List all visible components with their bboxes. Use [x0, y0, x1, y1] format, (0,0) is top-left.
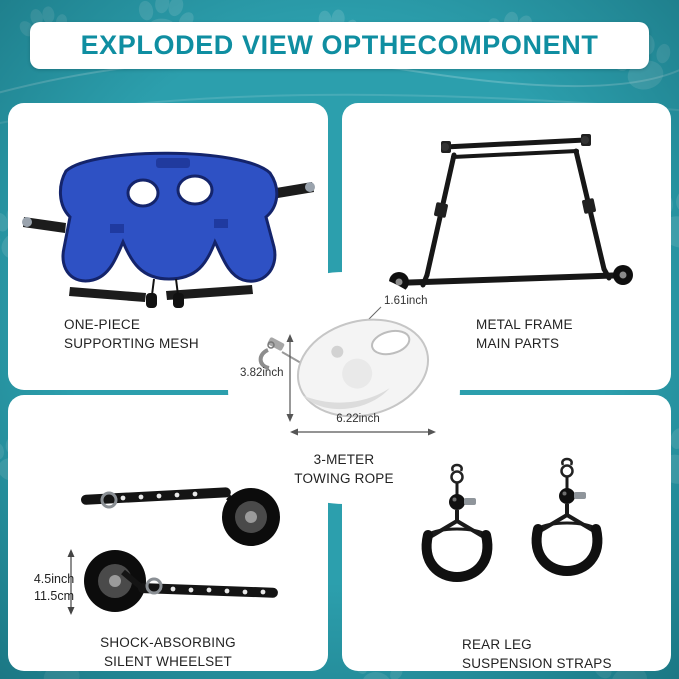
- page-title: EXPLODED VIEW OPTHECOMPONENT: [80, 30, 599, 60]
- leash-body: [296, 318, 430, 418]
- towing-rope-image: 1.61inch 3.82inch 6.22inch: [240, 295, 436, 436]
- upper-wheel-arm: [80, 487, 280, 546]
- frame-tubes: [392, 137, 630, 288]
- straps-label: REAR LEG SUSPENSION STRAPS: [462, 635, 612, 673]
- frame-label-line2: MAIN PARTS: [476, 336, 560, 351]
- frame-label-line1: METAL FRAME: [476, 317, 573, 332]
- right-strap: [537, 459, 598, 571]
- towing-rope-label-line1: 3-METER: [313, 452, 375, 467]
- mesh-label-line1: ONE-PIECE: [64, 317, 141, 332]
- wheel-measure-cm: 11.5cm: [33, 589, 75, 603]
- width-dimension-arrow: [290, 428, 436, 436]
- straps-label-line1: REAR LEG: [462, 637, 532, 652]
- wheelset-label-line2: SILENT WHEELSET: [103, 654, 233, 669]
- straps-label-line2: SUSPENSION STRAPS: [462, 656, 612, 671]
- dim-left-label: 3.82inch: [240, 367, 283, 379]
- wheel-measure-inch: 4.5inch: [33, 572, 75, 586]
- mesh-label-line2: SUPPORTING MESH: [64, 336, 199, 351]
- mesh-label: ONE-PIECE SUPPORTING MESH: [64, 315, 199, 353]
- lower-wheel-arm: [84, 550, 278, 612]
- rope-clasp: [258, 337, 302, 370]
- wheel-measurement: 4.5inch 11.5cm: [26, 571, 82, 605]
- mesh-body: [59, 151, 279, 283]
- mesh-straps: [23, 182, 314, 302]
- panel-supporting-mesh: ONE-PIECE SUPPORTING MESH: [8, 103, 328, 390]
- dim-bottom-label: 6.22inch: [336, 413, 379, 425]
- towing-rope-label: 3-METER TOWING ROPE: [228, 450, 460, 488]
- metal-frame-image: [389, 134, 633, 292]
- dim-top-label: 1.61inch: [384, 295, 427, 307]
- wheelset-image: [67, 487, 280, 615]
- supporting-mesh-image: [22, 151, 315, 308]
- height-dimension-arrow: [286, 334, 294, 422]
- title-banner: EXPLODED VIEW OPTHECOMPONENT: [30, 22, 649, 69]
- wheelset-label-line1: SHOCK-ABSORBING: [100, 635, 236, 650]
- height-dimension-arrow: [67, 549, 75, 615]
- wheelset-label: SHOCK-ABSORBING SILENT WHEELSET: [8, 633, 328, 671]
- frame-label: METAL FRAME MAIN PARTS: [476, 315, 573, 353]
- towing-rope-label-line2: TOWING ROPE: [294, 471, 394, 486]
- towing-rope-badge: 1.61inch 3.82inch 6.22inch: [228, 272, 460, 504]
